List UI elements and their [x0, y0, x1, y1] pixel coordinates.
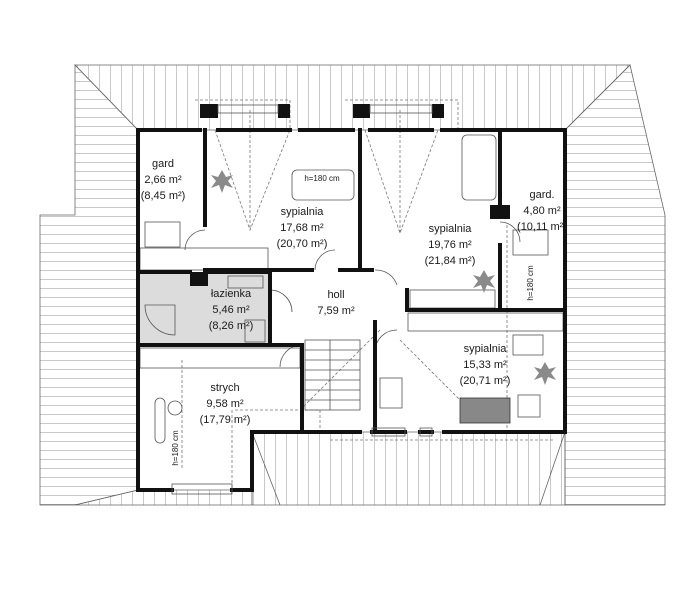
svg-text:19,76 m²: 19,76 m²: [428, 239, 472, 251]
svg-text:sypialnia: sypialnia: [429, 223, 473, 235]
svg-text:łazienka: łazienka: [211, 288, 252, 300]
windows: [171, 104, 433, 495]
room-label-gard-2: gard. 4,80 m² (10,11 m²): [517, 189, 567, 233]
roof-right: [564, 64, 666, 506]
plant-icon: [211, 170, 233, 193]
svg-text:(8,45 m²): (8,45 m²): [141, 190, 186, 202]
svg-text:holl: holl: [327, 289, 344, 301]
roof-top: [74, 64, 631, 131]
svg-text:(8,26 m²): (8,26 m²): [209, 320, 254, 332]
walls: [136, 104, 567, 492]
roof-left: [39, 64, 139, 506]
room-label-holl: holl 7,59 m²: [317, 289, 355, 317]
svg-text:(17,79 m²): (17,79 m²): [200, 414, 251, 426]
height-note: h=180 cm: [526, 265, 535, 301]
room-label-strych: strych 9,58 m² (17,79 m²): [200, 382, 251, 426]
height-note: h=180 cm: [304, 174, 340, 183]
svg-text:2,66 m²: 2,66 m²: [144, 174, 182, 186]
stairs: [304, 339, 361, 411]
svg-text:4,80 m²: 4,80 m²: [523, 205, 561, 217]
svg-text:(21,84 m²): (21,84 m²): [425, 255, 476, 267]
room-label-sypialnia-3: sypialnia 15,33 m² (20,71 m²): [460, 343, 511, 387]
svg-text:sypialnia: sypialnia: [281, 206, 325, 218]
svg-text:15,33 m²: 15,33 m²: [463, 359, 507, 371]
svg-text:gard.: gard.: [529, 189, 554, 201]
svg-text:(20,71 m²): (20,71 m²): [460, 375, 511, 387]
svg-text:7,59 m²: 7,59 m²: [317, 305, 355, 317]
room-label-sypialnia-2: sypialnia 19,76 m² (21,84 m²): [425, 223, 476, 267]
room-label-sypialnia-1: sypialnia 17,68 m² (20,70 m²): [277, 206, 328, 250]
svg-text:gard: gard: [152, 158, 174, 170]
svg-text:(10,11 m²): (10,11 m²): [517, 221, 567, 233]
room-label-lazienka: łazienka 5,46 m² (8,26 m²): [209, 288, 254, 332]
svg-text:9,58 m²: 9,58 m²: [206, 398, 244, 410]
svg-text:sypialnia: sypialnia: [464, 343, 508, 355]
svg-text:strych: strych: [210, 382, 239, 394]
svg-text:17,68 m²: 17,68 m²: [280, 222, 324, 234]
room-label-gard: gard 2,66 m² (8,45 m²): [141, 158, 186, 202]
roof-bottom: [251, 431, 566, 506]
svg-text:(20,70 m²): (20,70 m²): [277, 238, 328, 250]
plant-icon: [473, 270, 495, 293]
sofa: [459, 397, 511, 424]
plant-icon: [534, 362, 556, 385]
height-note: h=180 cm: [171, 430, 180, 466]
svg-text:5,46 m²: 5,46 m²: [212, 304, 250, 316]
